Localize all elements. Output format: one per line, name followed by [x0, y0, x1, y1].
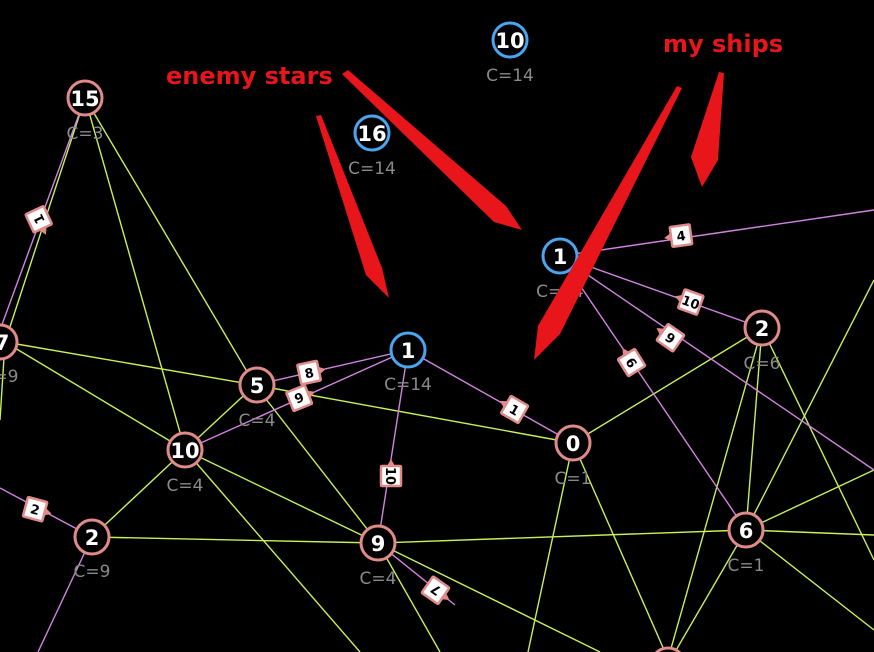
lane: [84, 97, 186, 451]
ship-marker[interactable]: 10: [379, 459, 403, 488]
star-number: 2: [85, 526, 100, 550]
lane: [84, 97, 256, 386]
arrow-to-ship: [691, 72, 724, 187]
my-star[interactable]: 10 C=4: [166, 431, 204, 496]
lane: [91, 449, 186, 538]
lane: [745, 529, 874, 536]
star-number: 10: [170, 439, 199, 463]
star-number: 15: [70, 87, 99, 111]
star-number: 7: [0, 331, 9, 355]
my-star[interactable]: 15 C=3: [66, 79, 104, 144]
star-number: 16: [357, 122, 386, 146]
lane: [377, 542, 601, 652]
lane: [184, 449, 361, 652]
svg-text:8: 8: [303, 366, 315, 383]
route: [407, 349, 574, 444]
ship-marker[interactable]: 6: [285, 382, 319, 413]
star-number: 1: [401, 339, 416, 363]
star-capacity: C=14: [384, 375, 432, 395]
lane: [377, 529, 747, 544]
enemy-star[interactable]: 10 C=14: [486, 21, 534, 86]
ship-marker[interactable]: 8: [296, 359, 328, 386]
ship-marker[interactable]: 10: [671, 287, 705, 316]
star-number: 1: [553, 245, 568, 269]
star-capacity: C=14: [486, 66, 534, 86]
star-capacity: C=3: [67, 124, 104, 144]
stars[interactable]: 10 C=14 15 C=3 16 C=14 1 C=14 1 C=14 2 C…: [0, 21, 781, 652]
fleets[interactable]: 1 4 10 9 6 8 6: [21, 205, 705, 608]
svg-text:10: 10: [679, 293, 701, 313]
my-star[interactable]: 6 C=1: [727, 511, 765, 576]
svg-text:10: 10: [382, 467, 397, 485]
star-number: 10: [495, 29, 524, 53]
my-star[interactable]: 2 C=9: [73, 518, 111, 582]
lane: [184, 449, 379, 544]
svg-text:4: 4: [676, 229, 687, 245]
ship-marker[interactable]: 6: [614, 343, 647, 378]
star-number: 6: [739, 519, 754, 543]
enemy-star[interactable]: 16 C=14: [348, 114, 396, 179]
star-capacity: C=4: [167, 476, 204, 496]
star-capacity: C=4: [239, 411, 276, 431]
lane: [572, 327, 763, 444]
star-number: 2: [755, 317, 770, 341]
route: [559, 209, 874, 257]
lane: [761, 327, 874, 561]
ship-marker[interactable]: 1: [24, 205, 55, 239]
lane: [377, 542, 441, 652]
arrow-to-ship: [534, 86, 682, 360]
my-star-partial[interactable]: [651, 646, 685, 652]
route: [254, 349, 409, 386]
ship-marker[interactable]: 2: [21, 495, 54, 523]
ship-marker[interactable]: 1: [495, 392, 530, 425]
lane: [254, 384, 379, 544]
enemy-star[interactable]: 1 C=14: [384, 331, 432, 395]
ship-marker[interactable]: 7: [420, 575, 456, 608]
star-capacity: C=9: [74, 562, 111, 582]
lane: [674, 529, 747, 652]
arrow-to-enemy-star: [342, 70, 522, 230]
star-number: 5: [250, 374, 265, 398]
star-number: 9: [371, 532, 386, 556]
lane: [91, 536, 379, 544]
lane: [745, 529, 874, 631]
route: [377, 349, 409, 544]
my-ships-label: my ships: [663, 30, 783, 58]
lane: [745, 327, 763, 531]
star-number: 0: [566, 432, 581, 456]
my-star[interactable]: 0 C=1: [554, 424, 592, 489]
star-capacity: C=4: [360, 569, 397, 589]
ship-marker[interactable]: 9: [651, 320, 686, 353]
my-star[interactable]: 5 C=4: [238, 366, 276, 431]
star-capacity: C=1: [555, 469, 592, 489]
lane: [572, 442, 666, 652]
my-star[interactable]: 7 C=9: [0, 323, 19, 387]
lane: [527, 442, 574, 652]
lane: [745, 279, 874, 531]
my-star[interactable]: 2 C=6: [743, 309, 781, 374]
route: [559, 255, 747, 531]
arrow-to-enemy-star: [316, 115, 389, 298]
my-star[interactable]: 9 C=4: [359, 524, 397, 589]
enemy-stars-label: enemy stars: [166, 62, 333, 90]
star-capacity: C=1: [728, 556, 765, 576]
lane: [4, 341, 186, 451]
route: [37, 536, 93, 652]
route: [559, 255, 763, 329]
annotations: enemy stars my ships: [166, 30, 783, 360]
star-capacity: C=14: [348, 159, 396, 179]
lane: [669, 327, 763, 652]
svg-text:2: 2: [28, 502, 41, 519]
ship-marker[interactable]: 4: [663, 223, 694, 248]
lane: [745, 469, 874, 531]
star-capacity: C=9: [0, 367, 18, 387]
hyperlanes: [0, 97, 874, 652]
star-capacity: C=6: [744, 354, 781, 374]
route: [559, 255, 874, 471]
lane: [4, 341, 256, 386]
